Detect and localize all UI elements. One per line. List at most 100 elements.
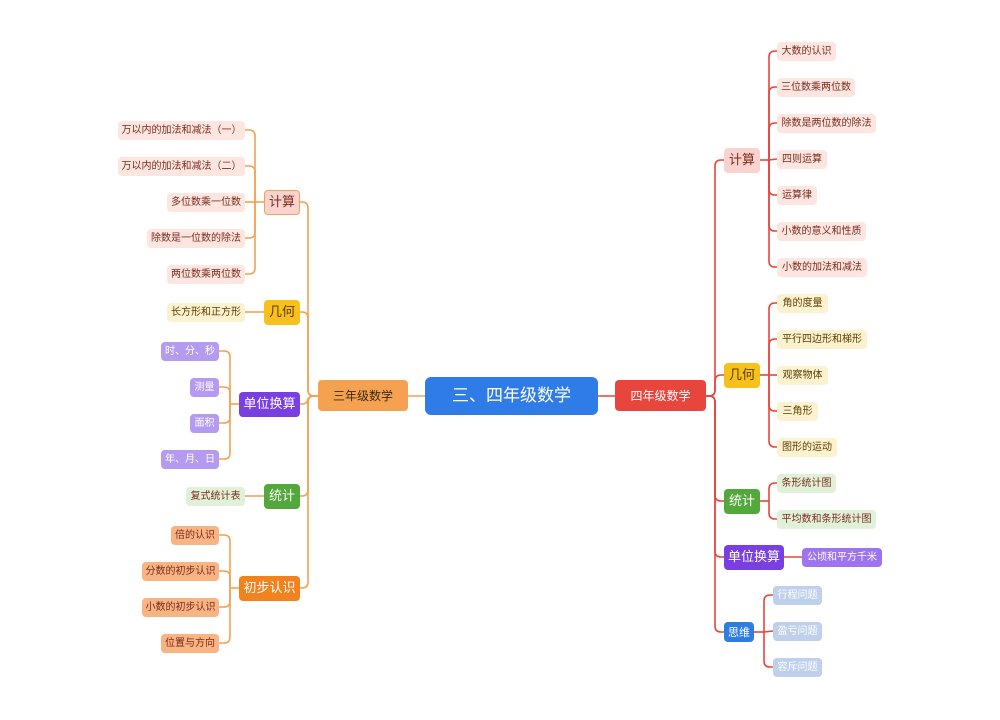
leaf-label: 四则运算 <box>782 153 822 165</box>
leaf-label: 年、月、日 <box>165 453 215 465</box>
g3-calc-category[interactable]: 计算 <box>264 190 300 215</box>
g3-intro-label: 初步认识 <box>243 581 296 596</box>
leaf-label: 多位数乘一位数 <box>171 196 241 208</box>
g3-stat-item[interactable]: 复式统计表 <box>186 487 245 506</box>
connector-line <box>219 386 231 404</box>
g4-unit-category[interactable]: 单位换算 <box>724 545 784 570</box>
connector-line <box>706 395 724 633</box>
connector-line <box>245 165 256 202</box>
leaf-label: 测量 <box>194 381 215 393</box>
leaf-label: 观察物体 <box>782 369 823 381</box>
g3-unit-item[interactable]: 测量 <box>190 378 219 397</box>
g3-calc-item[interactable]: 除数是一位数的除法 <box>147 229 245 248</box>
grade3-node[interactable]: 三年级数学 <box>318 380 408 411</box>
connector-line <box>768 50 777 160</box>
leaf-label: 长方形和正方形 <box>171 306 241 318</box>
leaf-label: 倍的认识 <box>175 529 215 541</box>
leaf-label: 大数的认识 <box>781 45 832 57</box>
g4-unit-label: 单位换算 <box>727 550 780 565</box>
connector-line <box>768 122 777 160</box>
connector-line <box>768 86 777 160</box>
g3-unit-category[interactable]: 单位换算 <box>239 392 300 417</box>
grade4-title: 四年级数学 <box>630 388 691 403</box>
g4-geo-item[interactable]: 观察物体 <box>777 366 828 385</box>
g4-calc-item[interactable]: 运算律 <box>777 186 817 205</box>
grade3-title: 三年级数学 <box>332 388 393 403</box>
g4-geo-item[interactable]: 三角形 <box>777 402 818 421</box>
g3-calc-item[interactable]: 万以内的加法和减法（二） <box>118 157 245 176</box>
g4-stat-label: 统计 <box>728 494 755 509</box>
g4-geo-item[interactable]: 角的度量 <box>777 294 828 313</box>
g4-think-item[interactable]: 盈亏问题 <box>773 622 822 641</box>
g4-geo-label: 几何 <box>728 368 755 383</box>
leaf-label: 容斥问题 <box>777 661 818 673</box>
g4-geo-item[interactable]: 图形的运动 <box>777 438 837 457</box>
leaf-label: 万以内的加法和减法（二） <box>121 160 242 172</box>
root-title: 三、四年级数学 <box>452 385 571 406</box>
g3-stat-category[interactable]: 统计 <box>264 484 300 509</box>
connector-line <box>300 201 318 397</box>
g3-calc-item[interactable]: 两位数乘两位数 <box>167 265 245 284</box>
leaf-label: 平行四边形和梯形 <box>782 333 862 345</box>
connector-line <box>706 374 724 397</box>
g4-stat-item[interactable]: 条形统计图 <box>777 474 836 493</box>
root-node[interactable]: 三、四年级数学 <box>425 377 598 415</box>
connector-line <box>763 594 773 632</box>
leaf-label: 条形统计图 <box>781 477 832 489</box>
connector-line <box>768 338 777 375</box>
g4-think-item[interactable]: 行程问题 <box>773 586 822 605</box>
g4-think-category[interactable]: 思维 <box>724 622 754 642</box>
connector-line <box>763 632 773 668</box>
g4-calc-item[interactable]: 三位数乘两位数 <box>777 78 855 97</box>
g4-stat-category[interactable]: 统计 <box>724 489 760 514</box>
g3-geo-item[interactable]: 长方形和正方形 <box>167 303 245 322</box>
g4-calc-item[interactable]: 小数的加法和减法 <box>777 258 867 277</box>
connector-line <box>219 588 231 644</box>
g3-calc-item[interactable]: 万以内的加法和减法（一） <box>118 121 245 140</box>
connector-line <box>219 588 231 608</box>
g3-unit-item[interactable]: 面积 <box>190 414 219 433</box>
connector-line <box>768 160 777 196</box>
connector-line <box>245 129 256 202</box>
connector-line <box>219 350 231 404</box>
connector-line <box>768 375 777 412</box>
connector-line <box>245 202 256 239</box>
g3-intro-category[interactable]: 初步认识 <box>239 576 300 601</box>
leaf-label: 除数是两位数的除法 <box>781 117 872 129</box>
connector-line <box>768 482 777 501</box>
leaf-label: 图形的运动 <box>782 441 832 453</box>
g3-geo-category[interactable]: 几何 <box>264 300 300 325</box>
leaf-label: 面积 <box>194 417 215 429</box>
leaf-label: 两位数乘两位数 <box>171 268 241 280</box>
g3-unit-item[interactable]: 时、分、秒 <box>161 342 219 361</box>
leaf-label: 除数是一位数的除法 <box>151 232 241 244</box>
g3-intro-item[interactable]: 倍的认识 <box>171 526 219 545</box>
g3-calc-label: 计算 <box>268 195 295 210</box>
g3-calc-item[interactable]: 多位数乘一位数 <box>167 193 245 212</box>
g4-geo-item[interactable]: 平行四边形和梯形 <box>777 330 867 349</box>
g4-geo-category[interactable]: 几何 <box>724 363 760 388</box>
connector-line <box>768 160 777 268</box>
connector-line <box>768 501 777 520</box>
g4-calc-item[interactable]: 四则运算 <box>777 150 827 169</box>
g3-unit-item[interactable]: 年、月、日 <box>161 450 219 469</box>
g3-intro-item[interactable]: 小数的初步认识 <box>142 598 219 617</box>
g4-calc-item[interactable]: 除数是两位数的除法 <box>777 114 876 133</box>
g4-think-label: 思维 <box>728 625 750 639</box>
connector-line <box>219 534 231 588</box>
g4-unit-item[interactable]: 公顷和平方千米 <box>802 548 882 567</box>
g3-geo-label: 几何 <box>268 305 295 320</box>
g3-stat-label: 统计 <box>268 489 295 504</box>
grade4-node[interactable]: 四年级数学 <box>615 380 706 411</box>
g3-intro-item[interactable]: 位置与方向 <box>161 634 219 653</box>
g4-stat-item[interactable]: 平均数和条形统计图 <box>777 510 876 529</box>
leaf-label: 时、分、秒 <box>165 345 215 357</box>
g4-calc-category[interactable]: 计算 <box>724 148 760 173</box>
g4-think-item[interactable]: 容斥问题 <box>773 658 822 677</box>
g3-intro-item[interactable]: 分数的初步认识 <box>142 562 219 581</box>
leaf-label: 角的度量 <box>782 297 823 309</box>
connector-line <box>300 395 318 589</box>
g4-calc-item[interactable]: 小数的意义和性质 <box>777 222 866 241</box>
g4-calc-item[interactable]: 大数的认识 <box>777 42 836 61</box>
